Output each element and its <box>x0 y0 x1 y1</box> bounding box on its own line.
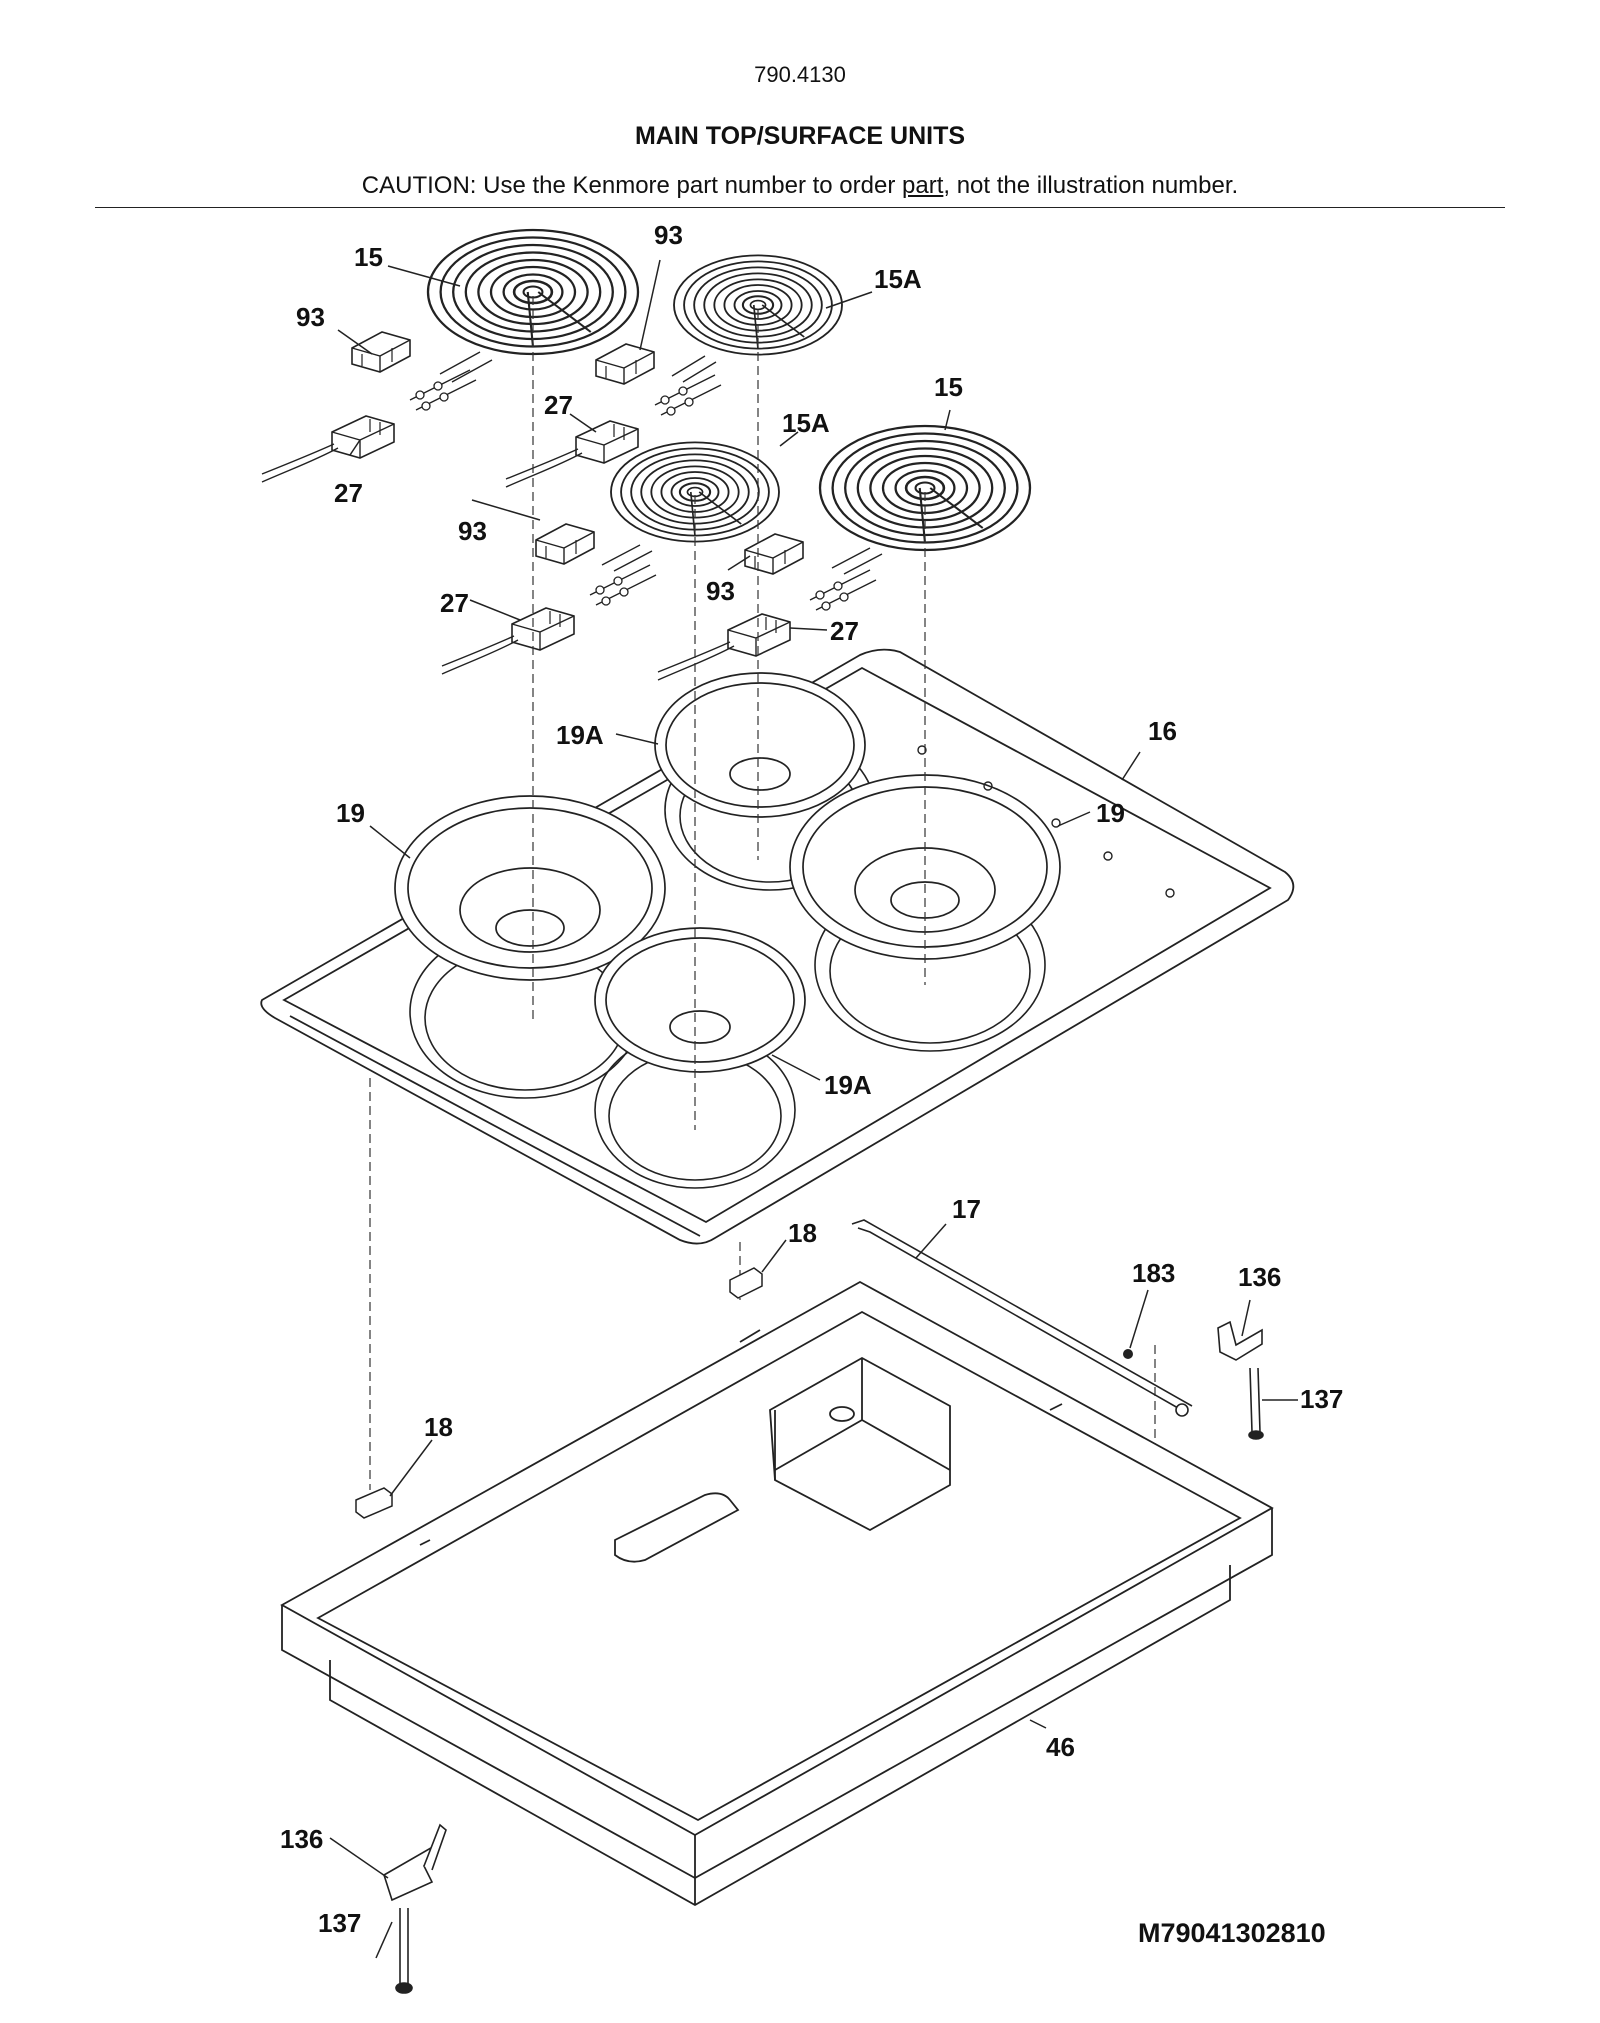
top-hinge-bracket-18-right <box>729 1267 763 1299</box>
callout-15-front-right: 15 <box>934 372 963 402</box>
caution-part-word: part <box>902 172 944 199</box>
callout-27-rear-middle: 27 <box>544 390 573 420</box>
coil-terminal-rods <box>439 351 883 575</box>
callout-19A-front: 19A <box>824 1070 872 1100</box>
callout-19-left: 19 <box>336 798 365 828</box>
callout-leader-lines <box>329 259 1298 1959</box>
hold-down-bracket-136-front <box>383 1823 447 1902</box>
drip-bowl-large-right <box>789 774 1061 960</box>
receptacle-bracket-1 <box>351 331 411 373</box>
leveling-screw-137-front <box>395 1908 413 1994</box>
callout-18-right: 18 <box>788 1218 817 1248</box>
callout-27-rear-left: 27 <box>334 478 363 508</box>
drip-bowl-small-rear <box>654 672 866 818</box>
callout-46-burner-box: 46 <box>1046 1732 1075 1762</box>
terminal-pins-1 <box>409 369 477 411</box>
callout-19A-rear: 19A <box>556 720 604 750</box>
terminal-pins-4 <box>809 569 877 611</box>
callout-136-front: 136 <box>280 1824 323 1854</box>
terminal-pins-3 <box>589 564 657 606</box>
callout-27-front-right: 27 <box>830 616 859 646</box>
surface-unit-large-rear <box>426 228 640 356</box>
receptacle-wire-block-4 <box>657 613 791 681</box>
screw-183 <box>1123 1349 1133 1359</box>
callout-16-main-top: 16 <box>1148 716 1177 746</box>
model-number: 790.4130 <box>754 62 846 87</box>
receptacle-wire-block-2 <box>505 420 639 488</box>
callout-19-right: 19 <box>1096 798 1125 828</box>
callout-93-top-middle: 93 <box>654 220 683 250</box>
callout-93-front-left: 93 <box>458 516 487 546</box>
header-divider <box>95 207 1505 208</box>
leveling-screw-137-rear <box>1248 1367 1264 1440</box>
hold-down-bracket-136-rear <box>1217 1320 1263 1361</box>
drip-bowl-large-left <box>394 795 666 981</box>
surface-unit-large-front <box>818 424 1032 552</box>
drip-bowl-small-front <box>594 927 806 1073</box>
callout-93-rear-left: 93 <box>296 302 325 332</box>
terminal-pins-2 <box>654 374 722 416</box>
caution-suffix: , not the illustration number. <box>943 172 1239 199</box>
callout-27-front-left: 27 <box>440 588 469 618</box>
callout-15-rear-left: 15 <box>354 242 383 272</box>
burner-box <box>280 1280 1274 1907</box>
caution-prefix: CAUTION: Use the Kenmore part number to … <box>361 172 902 199</box>
receptacle-bracket-3 <box>535 523 595 565</box>
page-title: MAIN TOP/SURFACE UNITS <box>634 122 966 150</box>
top-hinge-bracket-18-left <box>355 1487 393 1519</box>
figure-code: M79041302810 <box>1138 1918 1326 1948</box>
callout-136-rear: 136 <box>1238 1262 1281 1292</box>
top-mounting-holes <box>917 745 1175 898</box>
receptacle-bracket-2 <box>595 343 655 385</box>
receptacle-bracket-4 <box>744 533 804 575</box>
receptacle-wire-block-1 <box>261 415 395 483</box>
callout-183-screw: 183 <box>1132 1258 1175 1288</box>
callout-137-rear: 137 <box>1300 1384 1343 1414</box>
callout-15A-front-middle: 15A <box>782 408 830 438</box>
top-support-rod-17 <box>851 1219 1193 1417</box>
callout-18-left: 18 <box>424 1412 453 1442</box>
callout-137-front: 137 <box>318 1908 361 1938</box>
caution-note: CAUTION: Use the Kenmore part number to … <box>0 172 1600 200</box>
callout-17-rod: 17 <box>952 1194 981 1224</box>
callout-93-front-right: 93 <box>706 576 735 606</box>
callout-15A-rear-right: 15A <box>874 264 922 294</box>
